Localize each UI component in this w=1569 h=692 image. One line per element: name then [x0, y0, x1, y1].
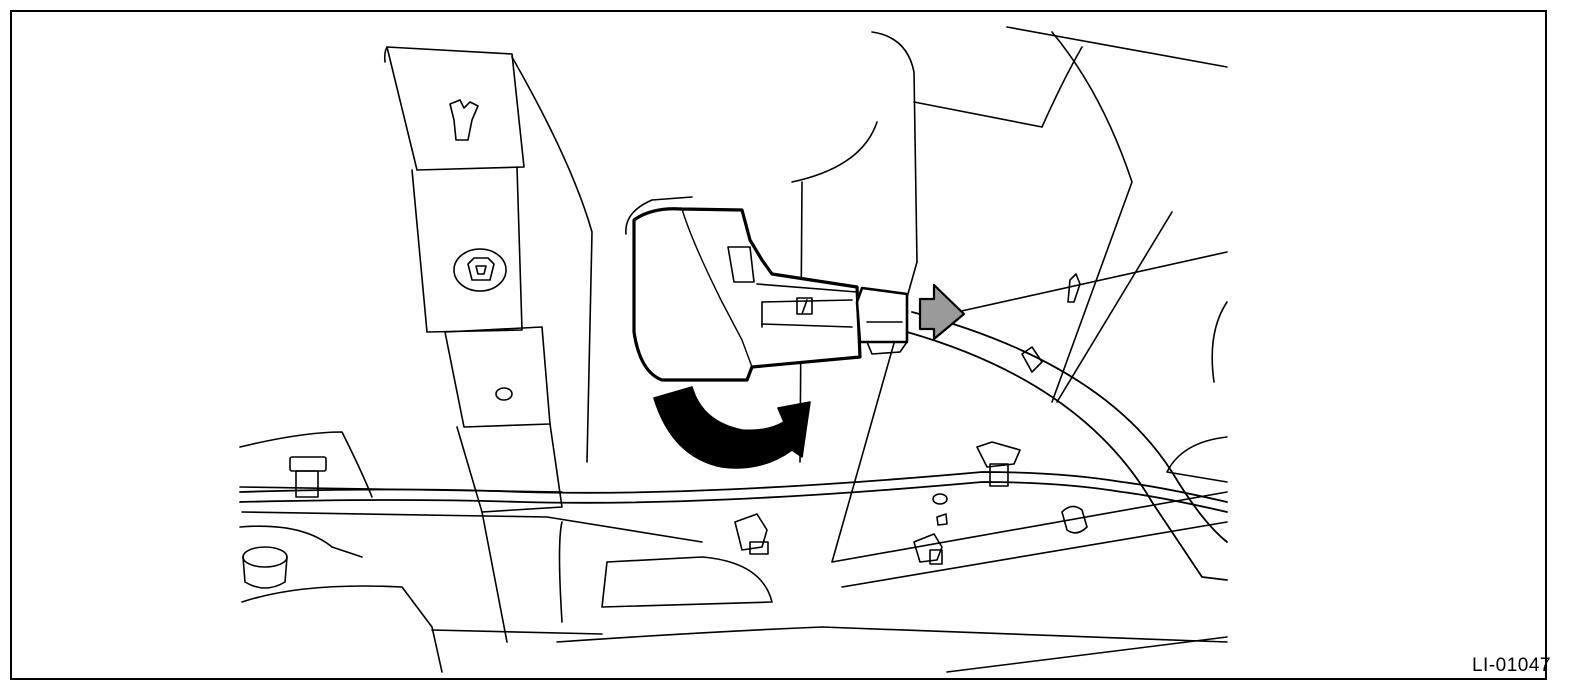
connector [625, 196, 909, 382]
wire-harness [239, 471, 1228, 513]
hole [932, 493, 948, 526]
bolt-icon [242, 546, 288, 589]
hole [495, 387, 513, 401]
harness-clip-icon [976, 441, 1021, 487]
grommet-icon [1061, 505, 1088, 534]
rotate-direction-arrow-icon [653, 386, 811, 469]
illustration [239, 26, 1228, 673]
figure-frame [10, 10, 1547, 680]
cable [906, 311, 1228, 581]
clip-icon [449, 99, 479, 141]
figure-id-label: LI-01047 [1471, 655, 1551, 676]
bolt-icon [734, 513, 769, 555]
stud-icon [913, 533, 943, 565]
pillar-bracket [383, 46, 593, 643]
floor-structure [239, 431, 1228, 673]
clip-icon [453, 248, 507, 292]
push-direction-arrow-icon [918, 283, 966, 341]
harness-clip-icon [289, 456, 327, 498]
